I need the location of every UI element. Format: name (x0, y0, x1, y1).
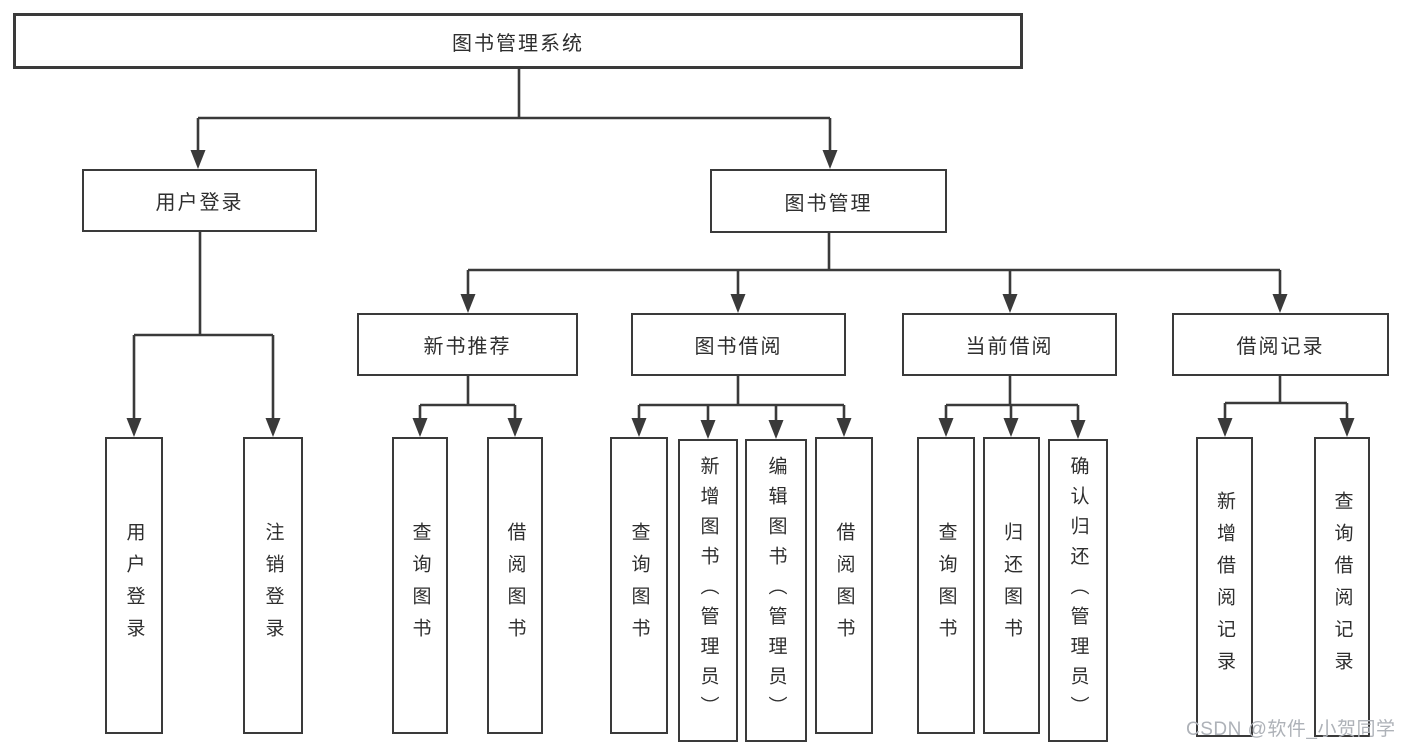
tree-branch-lines (132, 69, 1349, 421)
leaf-current-query: 查询图书 (917, 437, 975, 734)
leaf-label: 用户登录 (123, 521, 145, 650)
node-book-borrow: 图书借阅 (631, 313, 846, 376)
leaf-label: 查询图书 (935, 521, 957, 650)
node-book-management-branch: 图书管理 (710, 169, 947, 233)
node-new-book-recommend: 新书推荐 (357, 313, 578, 376)
leaf-label: 借阅图书 (504, 521, 526, 650)
leaf-current-confirm-admin: 确认归还（管理员） (1048, 439, 1108, 742)
node-root-system: 图书管理系统 (13, 13, 1023, 69)
csdn-watermark: CSDN @软件_小贺同学 (1186, 719, 1396, 740)
leaf-label: 新增借阅记录 (1214, 491, 1235, 683)
arrowhead-icons (126, 150, 1355, 439)
leaf-newbook-query: 查询图书 (392, 437, 448, 734)
leaf-label: 注销登录 (262, 521, 284, 650)
node-current-borrow: 当前借阅 (902, 313, 1117, 376)
leaf-user-login: 用户登录 (105, 437, 163, 734)
leaf-borrow-edit-admin: 编辑图书（管理员） (745, 439, 807, 742)
leaf-label: 查询图书 (628, 521, 650, 650)
leaf-label: 借阅图书 (833, 521, 855, 650)
leaf-label: 确认归还（管理员） (1067, 455, 1089, 726)
leaf-current-return: 归还图书 (983, 437, 1040, 734)
leaf-label: 归还图书 (1001, 521, 1022, 650)
node-borrow-records: 借阅记录 (1172, 313, 1389, 376)
leaf-label: 查询借阅记录 (1331, 491, 1353, 683)
leaf-newbook-borrow: 借阅图书 (487, 437, 543, 734)
leaf-borrow-borrow: 借阅图书 (815, 437, 873, 734)
leaf-logout: 注销登录 (243, 437, 303, 734)
leaf-label: 查询图书 (409, 521, 431, 650)
leaf-borrow-add-admin: 新增图书（管理员） (678, 439, 738, 742)
node-user-login-branch: 用户登录 (82, 169, 317, 232)
leaf-label: 编辑图书（管理员） (765, 455, 787, 726)
leaf-record-add: 新增借阅记录 (1196, 437, 1253, 737)
leaf-record-query: 查询借阅记录 (1314, 437, 1370, 737)
leaf-borrow-query: 查询图书 (610, 437, 668, 734)
leaf-label: 新增图书（管理员） (697, 455, 719, 726)
